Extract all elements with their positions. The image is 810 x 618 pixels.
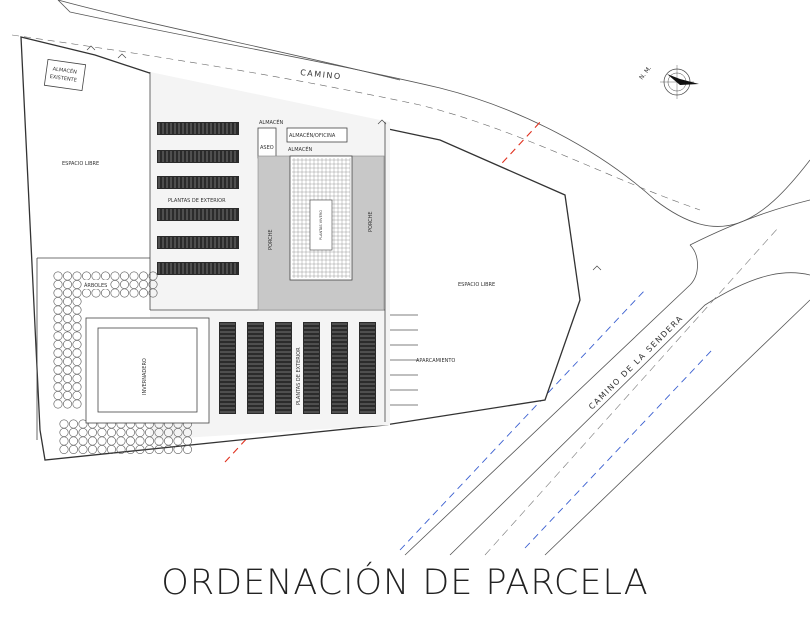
arboles-label-bg <box>82 280 110 289</box>
porche-west-label: PORCHE <box>268 229 274 250</box>
plant-column <box>303 322 320 414</box>
plant-column <box>275 322 292 414</box>
tree-icon <box>148 288 158 298</box>
almacen-oficina-label: ALMACÉN/OFICINA <box>289 131 336 139</box>
plant-column <box>331 322 348 414</box>
plant-column <box>359 322 376 414</box>
boundary-markers <box>86 45 602 271</box>
tree-icon <box>53 399 63 409</box>
tree-icon <box>116 444 126 454</box>
camino-sendera-label: CAMINO DE LA SENDERA <box>587 313 685 411</box>
tree-icon <box>88 444 98 454</box>
blue-line-east <box>524 349 713 549</box>
tree-icon <box>107 444 117 454</box>
plantas-exterior-north-rows <box>157 122 239 275</box>
almacen-top-label: ALMACÉN <box>259 118 284 126</box>
tree-icon <box>164 444 174 454</box>
plant-column <box>219 322 236 414</box>
espacio-libre-west-label: ESPACIO LIBRE <box>62 161 99 167</box>
sendera-centerline <box>484 227 779 556</box>
espacio-libre-east-label: ESPACIO LIBRE <box>458 282 495 288</box>
tree-icon <box>69 444 79 454</box>
tree-icon <box>145 444 155 454</box>
page-title: ORDENACIÓN DE PARCELA <box>161 563 649 603</box>
parking-lines <box>390 314 418 406</box>
tree-icon <box>126 444 136 454</box>
plant-row <box>157 150 239 163</box>
plant-row <box>157 122 239 135</box>
tree-icon <box>173 444 183 454</box>
tree-icon <box>154 444 164 454</box>
plant-row <box>157 262 239 275</box>
tree-icon <box>62 322 72 332</box>
plant-row <box>157 176 239 189</box>
tree-icon <box>97 444 107 454</box>
tree-icon <box>72 322 82 332</box>
tree-icon <box>120 288 130 298</box>
central-bench <box>309 199 333 251</box>
tree-icon <box>135 444 145 454</box>
almacen-existente-box <box>43 59 87 91</box>
aparcamiento-label: APARCAMIENTO <box>416 358 455 364</box>
plantas-exterior-north-label: PLANTAS DE EXTERIOR <box>168 198 226 204</box>
arboles-label: ÁRBOLES <box>84 282 107 289</box>
tree-icon <box>183 444 193 454</box>
almacen-mid-label: ALMACÉN <box>288 145 313 153</box>
almacen-existente-label-2: EXISTENTE <box>49 74 77 84</box>
porche-east-label: PORCHE <box>368 211 374 232</box>
plant-row <box>157 236 239 249</box>
invernadero-inner <box>97 327 198 413</box>
camino-label: CAMINO <box>300 68 342 81</box>
tree-icon <box>72 399 82 409</box>
camino-centerline <box>11 34 701 211</box>
site-plan: ALMACÉN EXISTENTE ESPACIO LIBRE ESPACIO … <box>11 0 810 556</box>
service-block <box>257 127 348 159</box>
north-arrow-icon <box>660 65 699 99</box>
tree-icon <box>110 288 120 298</box>
plant-column <box>247 322 264 414</box>
almacen-existente-label-1: ALMACÉN <box>52 64 77 75</box>
arboles-area <box>53 271 193 454</box>
tree-icon <box>59 444 69 454</box>
plant-row <box>157 208 239 221</box>
tree-icon <box>53 322 63 332</box>
greenhouse-core <box>289 155 353 281</box>
plantas-vivero-label: PLANTAS VIVERO <box>319 210 323 240</box>
tree-icon <box>78 444 88 454</box>
invernadero-label: INVERNADERO <box>142 358 148 395</box>
road-edges <box>57 0 810 556</box>
zone-lines <box>36 72 386 440</box>
plantas-exterior-south-columns <box>219 322 376 414</box>
north-label: N. M. <box>638 65 653 82</box>
plantas-exterior-south-label: PLANTAS DE EXTERIOR <box>296 347 302 405</box>
aseo-label: ASEO <box>260 145 274 151</box>
tree-icon <box>129 288 139 298</box>
tree-icon <box>62 399 72 409</box>
tree-icon <box>139 288 149 298</box>
